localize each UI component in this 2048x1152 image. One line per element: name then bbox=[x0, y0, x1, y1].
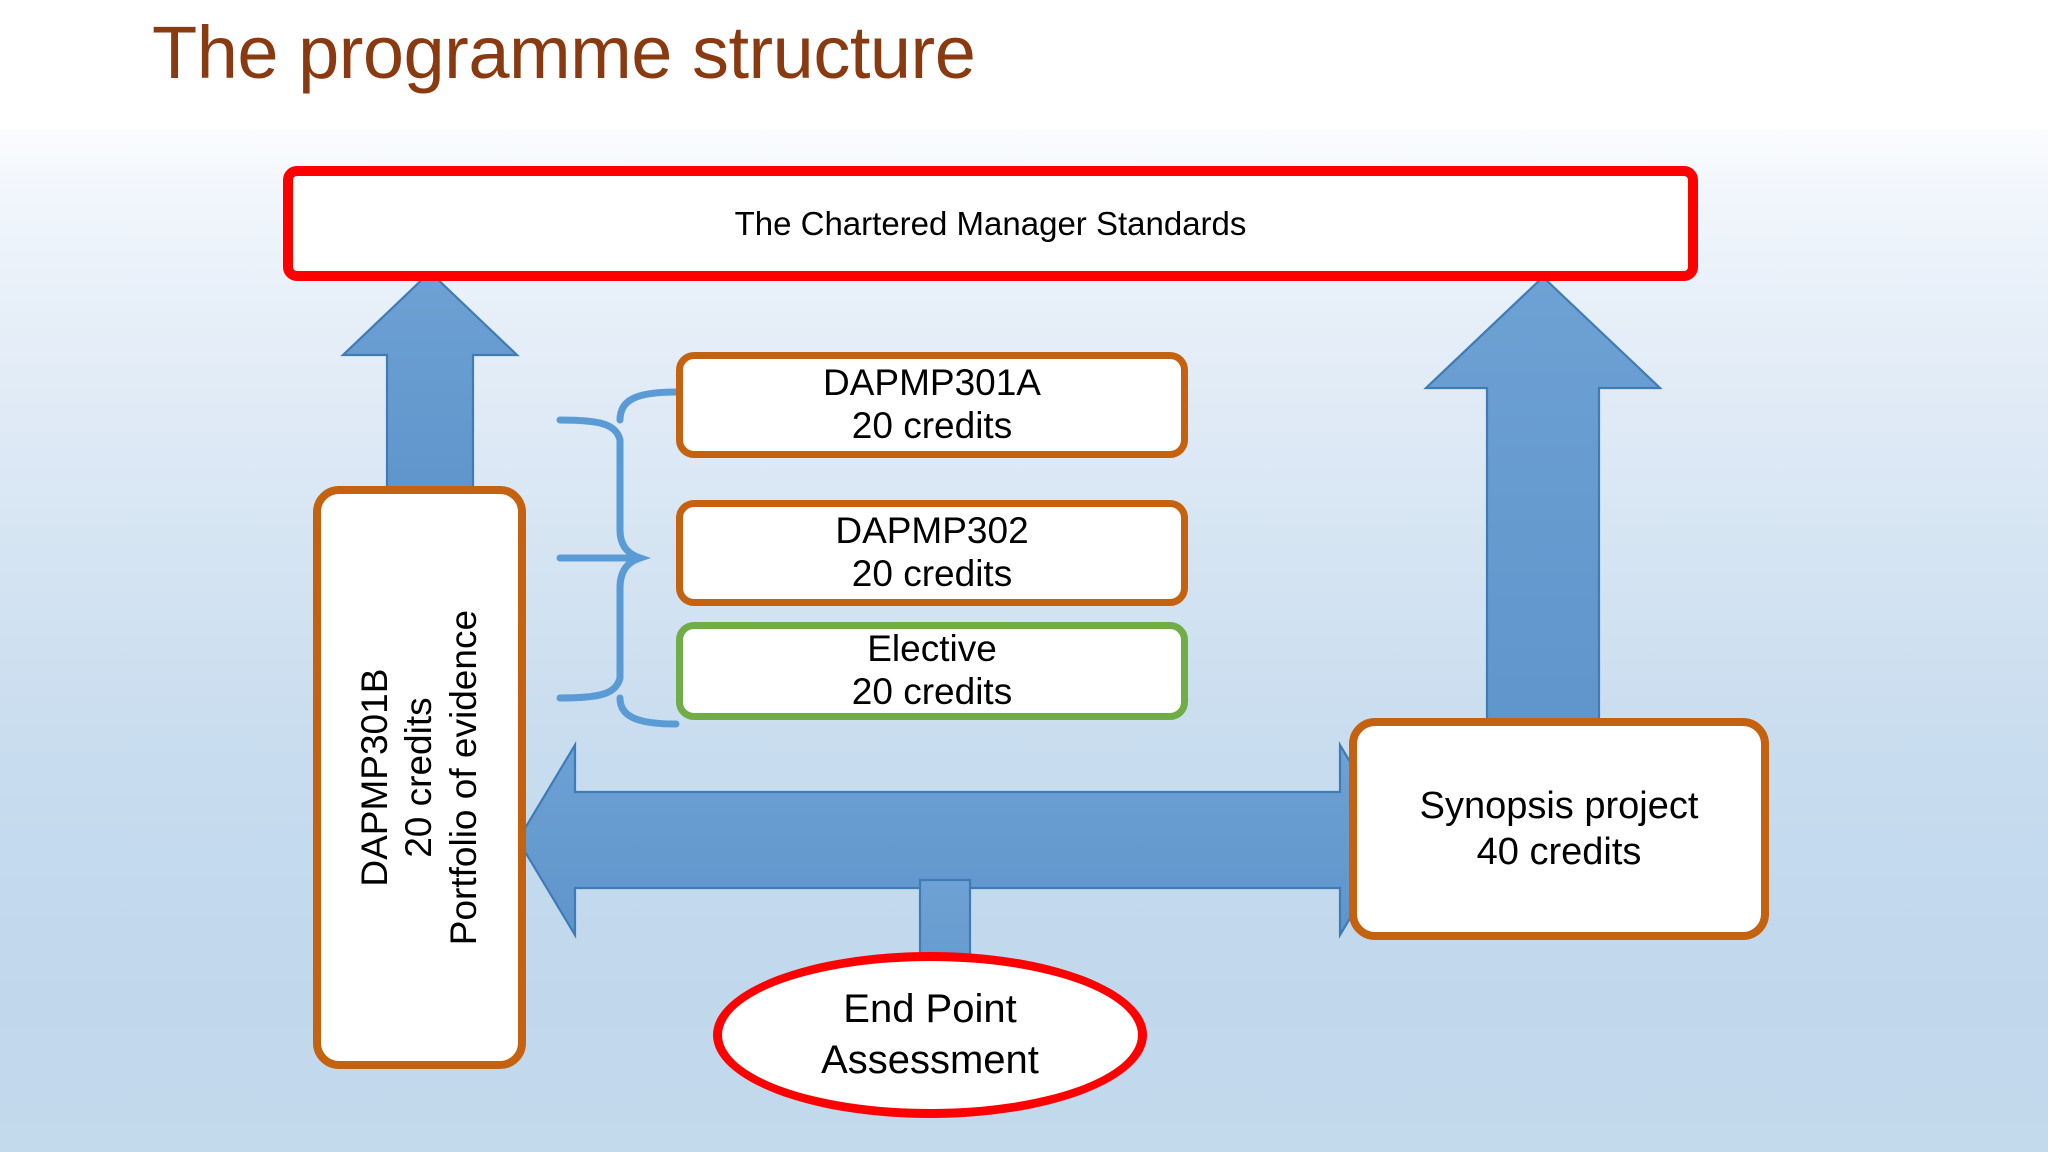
module-box-elective[interactable]: Elective 20 credits bbox=[676, 622, 1188, 720]
end-point-assessment-ellipse[interactable]: End Point Assessment bbox=[713, 952, 1147, 1118]
synopsis-credits: 40 credits bbox=[1476, 831, 1642, 873]
synopsis-project-box[interactable]: Synopsis project 40 credits bbox=[1349, 718, 1769, 940]
portfolio-credits: 20 credits bbox=[398, 697, 440, 858]
epa-line-1: End Point bbox=[843, 986, 1017, 1031]
module-credits: 20 credits bbox=[851, 405, 1013, 446]
module-credits: 20 credits bbox=[851, 671, 1013, 712]
module-box-dapmp301a[interactable]: DAPMP301A 20 credits bbox=[676, 352, 1188, 458]
page-title: The programme structure bbox=[152, 11, 976, 94]
chartered-manager-standards-box[interactable]: The Chartered Manager Standards bbox=[283, 166, 1698, 281]
module-box-dapmp301b-portfolio[interactable]: DAPMP301B 20 credits Portfolio of eviden… bbox=[313, 486, 526, 1069]
portfolio-code: DAPMP301B bbox=[353, 668, 395, 887]
portfolio-rotated-text: DAPMP301B 20 credits Portfolio of eviden… bbox=[353, 610, 486, 945]
background-top-band bbox=[0, 0, 2048, 133]
synopsis-title: Synopsis project bbox=[1419, 784, 1699, 827]
module-code: Elective bbox=[867, 628, 997, 670]
portfolio-description: Portfolio of evidence bbox=[442, 609, 484, 946]
epa-line-2: Assessment bbox=[821, 1038, 1039, 1082]
module-code: DAPMP301A bbox=[823, 362, 1041, 404]
module-code: DAPMP302 bbox=[835, 510, 1029, 552]
module-box-dapmp302[interactable]: DAPMP302 20 credits bbox=[676, 500, 1188, 606]
standards-label: The Chartered Manager Standards bbox=[734, 204, 1247, 242]
module-credits: 20 credits bbox=[851, 553, 1013, 594]
